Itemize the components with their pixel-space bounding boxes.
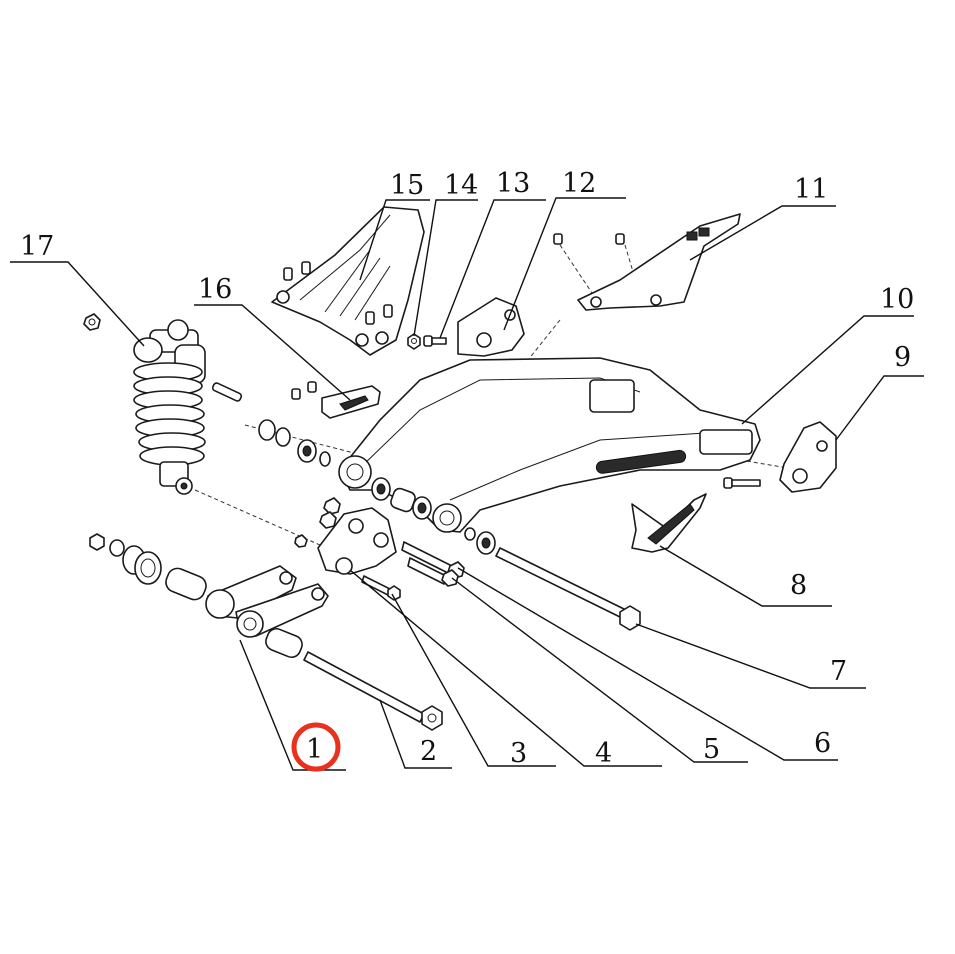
callout-2: 2 (420, 736, 437, 767)
leader-lines (10, 197, 924, 771)
swingarm (338, 357, 761, 533)
shock-spring (133, 362, 206, 466)
callout-3: 3 (510, 738, 527, 769)
chain-adjuster-block (723, 421, 837, 493)
pivot-bearings (211, 382, 432, 520)
highlight-circle (291, 722, 341, 772)
callout-10: 10 (880, 284, 914, 315)
chain-guide (291, 381, 381, 419)
chain-slider-lower (631, 493, 707, 553)
bolt (423, 335, 447, 347)
callout-12: 12 (562, 168, 596, 199)
spacer-bolt (361, 575, 401, 601)
callout-labels: 1 2 3 4 5 6 7 8 9 10 11 12 13 14 15 16 1… (20, 168, 914, 769)
swingarm-axle (464, 527, 641, 631)
callout-14: 14 (444, 170, 478, 201)
callout-13: 13 (496, 168, 530, 199)
callout-9: 9 (894, 342, 911, 373)
callout-5: 5 (703, 734, 720, 765)
callout-4: 4 (595, 738, 612, 769)
rocker-link (89, 533, 329, 638)
rear-hugger (271, 206, 425, 356)
link-arm (294, 497, 397, 575)
link-bolt (303, 651, 443, 731)
callout-1: 1 (306, 734, 323, 765)
callout-17: 17 (20, 231, 54, 262)
callout-16: 16 (198, 274, 232, 305)
swingarm-bolt (407, 557, 459, 587)
callout-8: 8 (790, 570, 807, 601)
nut (407, 333, 421, 350)
callout-6: 6 (814, 728, 831, 759)
callout-11: 11 (794, 174, 828, 205)
chain-guard (553, 213, 741, 311)
callout-15: 15 (390, 170, 424, 201)
brake-caliper-bracket (457, 297, 525, 357)
rear-shock (83, 313, 206, 495)
link-spacer (265, 627, 303, 659)
callout-7: 7 (830, 656, 847, 687)
